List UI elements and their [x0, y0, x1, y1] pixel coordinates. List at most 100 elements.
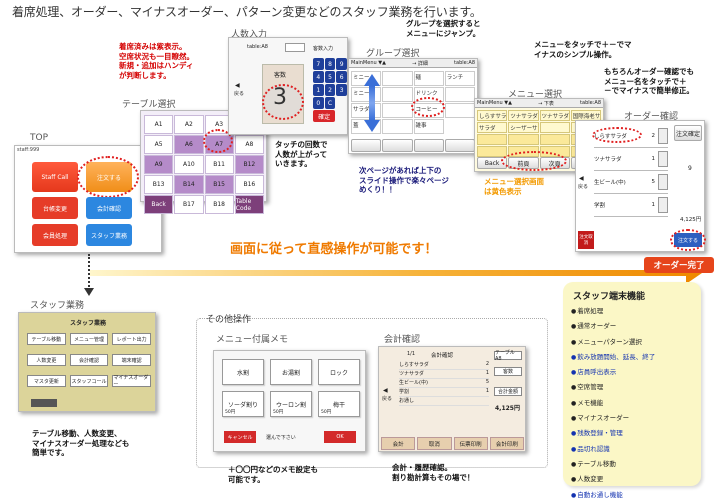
staff-work-button[interactable]: マイナスオーダー	[112, 375, 151, 388]
staff-work-button[interactable]: メニュー管理	[69, 333, 109, 345]
table-cell[interactable]: A10	[174, 155, 204, 174]
memo-cancel-button[interactable]: キャンセル	[224, 431, 256, 443]
table-cell[interactable]: Table Code	[234, 195, 264, 214]
order-back-icon[interactable]: ◀	[579, 175, 584, 182]
menu-item[interactable]	[477, 134, 508, 145]
bill-back[interactable]: 戻る	[382, 396, 393, 402]
group-nav-1[interactable]	[351, 139, 382, 152]
menu-item[interactable]	[539, 122, 570, 133]
group-item[interactable]	[444, 87, 475, 102]
staff-work-button[interactable]: 端末確認	[112, 354, 151, 366]
group-item[interactable]	[382, 119, 413, 134]
menu-item[interactable]: ツナサラダ	[508, 110, 539, 121]
people-back[interactable]: 戻る	[234, 91, 245, 97]
keypad-key[interactable]: 9	[336, 58, 347, 70]
stepper-buttons[interactable]	[658, 174, 668, 190]
group-nav-2[interactable]	[382, 139, 413, 152]
bill-tab[interactable]: 会計	[381, 437, 416, 450]
group-item[interactable]	[382, 71, 413, 86]
menu-item[interactable]	[539, 134, 570, 145]
group-item[interactable]: サラダ	[351, 103, 382, 118]
table-cell[interactable]: B14	[174, 175, 204, 194]
stepper-buttons[interactable]	[658, 197, 668, 213]
menu-item[interactable]: シーザーサラダ	[508, 122, 539, 133]
staff-work-button[interactable]: スタッフコール	[69, 375, 109, 387]
back-arrow-icon[interactable]: ◀	[235, 82, 240, 89]
table-cell[interactable]: B13	[144, 175, 174, 194]
group-item[interactable]: ミニー	[351, 87, 382, 102]
memo-option-label: ロック	[329, 369, 348, 377]
stepper-buttons[interactable]	[658, 128, 668, 144]
keypad-key[interactable]: 7	[313, 58, 324, 70]
group-item[interactable]	[444, 103, 475, 118]
keypad-key[interactable]: 1	[313, 84, 324, 96]
staff-call-button[interactable]: Staff Call	[32, 162, 78, 192]
bill-tab[interactable]: 会計印刷	[489, 437, 524, 450]
menu-item[interactable]: しらすサラダ	[477, 110, 508, 121]
keypad-key[interactable]: 3	[336, 84, 347, 96]
group-item[interactable]	[382, 87, 413, 102]
table-cell[interactable]: A2	[174, 115, 204, 134]
menu-item[interactable]	[477, 146, 508, 157]
ledger-change-button[interactable]: 台帳変更	[32, 197, 78, 219]
staff-work-button[interactable]: スタッフ業務	[86, 224, 132, 246]
member-button[interactable]: 会員処理	[32, 224, 78, 246]
group-item[interactable]: 雑事	[413, 119, 444, 134]
table-cell[interactable]: A6	[174, 135, 204, 154]
staff-work-extra[interactable]	[31, 399, 57, 407]
group-item[interactable]: ランチ	[444, 71, 475, 86]
group-nav-3[interactable]	[413, 139, 444, 152]
feature-item: メモ機能	[571, 396, 655, 411]
keypad-key[interactable]: 0	[313, 97, 324, 109]
table-cell[interactable]: B11	[204, 155, 234, 174]
table-cell[interactable]: B18	[204, 195, 234, 214]
menu-item[interactable]	[508, 134, 539, 145]
table-cell[interactable]: Back	[144, 195, 174, 214]
memo-option-button[interactable]: お湯割	[270, 359, 312, 385]
bill-tab[interactable]: 伝票印刷	[453, 437, 488, 450]
bill-back-icon[interactable]: ◀	[383, 387, 388, 394]
staff-work-button[interactable]: テーブル移動	[27, 333, 66, 345]
keypad-key[interactable]: 8	[324, 58, 336, 70]
table-cell[interactable]: A5	[144, 135, 174, 154]
order-row[interactable]: 生ビール(中)5	[594, 171, 668, 194]
order-back[interactable]: 戻る	[578, 184, 589, 190]
keypad-key[interactable]: 6	[336, 71, 347, 83]
group-nav-4[interactable]	[444, 139, 475, 152]
staff-work-button[interactable]: マスタ更新	[27, 375, 66, 387]
menu-bar-left[interactable]: MainMenu ▼▲	[477, 100, 512, 106]
bill-button[interactable]: 会計確認	[86, 197, 132, 219]
keypad-key[interactable]: C	[324, 97, 336, 109]
memo-option-button[interactable]: 水割	[222, 359, 264, 385]
keypad-key[interactable]: 5	[324, 71, 336, 83]
table-cell[interactable]: B12	[234, 155, 264, 174]
staff-work-button[interactable]: 人数変更	[27, 354, 66, 366]
stepper-buttons[interactable]	[658, 151, 668, 167]
staff-work-button[interactable]: 会計確認	[69, 354, 109, 366]
memo-ok-button[interactable]: OK	[324, 431, 356, 443]
keypad-key[interactable]: 確定	[313, 110, 336, 122]
menu-item[interactable]: ツナサラダ	[539, 110, 570, 121]
memo-option-button[interactable]: ロック	[318, 359, 360, 385]
order-cancel-button[interactable]: 注文取消	[578, 231, 594, 249]
bill-tab[interactable]: 取消	[417, 437, 452, 450]
group-item[interactable]	[382, 103, 413, 118]
table-cell[interactable]: B15	[204, 175, 234, 194]
group-bar-left[interactable]: MainMenu ▼▲	[351, 60, 386, 66]
staff-work-button[interactable]: レポート出力	[112, 333, 151, 345]
order-confirm-button[interactable]: 注文確定	[674, 125, 702, 141]
group-item[interactable]: 麺	[413, 71, 444, 86]
table-cell[interactable]: B16	[234, 175, 264, 194]
table-cell[interactable]: B17	[174, 195, 204, 214]
keypad-key[interactable]: 2	[324, 84, 336, 96]
table-cell[interactable]: A1	[144, 115, 174, 134]
table-cell[interactable]: A8	[234, 135, 264, 154]
table-cell[interactable]: A9	[144, 155, 174, 174]
keypad-key[interactable]: 4	[313, 71, 324, 83]
menu-item[interactable]: サラダ	[477, 122, 508, 133]
